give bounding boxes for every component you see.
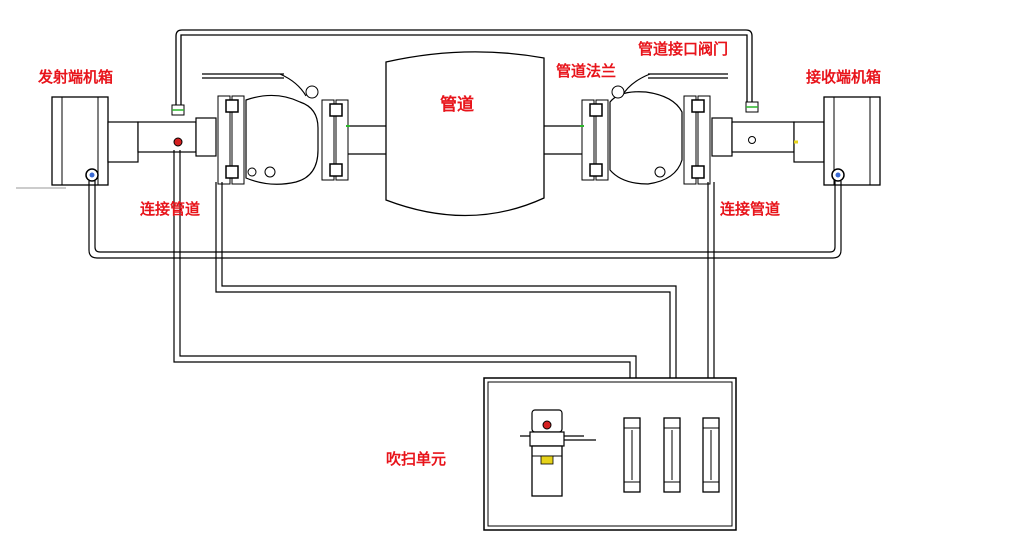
label-purge-unit: 吹扫单元 [386, 450, 446, 468]
label-transmitter-box: 发射端机箱 [37, 68, 113, 86]
purge-line-boxes [88, 181, 842, 259]
flowmeter-3-icon [702, 417, 720, 493]
label-pipeline: 管道 [440, 94, 474, 115]
label-receiver-box: 接收端机箱 [806, 68, 881, 86]
flowmeter-1-icon [623, 417, 641, 493]
label-connect-pipe-left: 连接管道 [140, 200, 200, 218]
label-pipeline-flange: 管道法兰 [556, 62, 616, 80]
pipeline-body [385, 51, 545, 217]
label-pipeline-port-valve: 管道接口阀门 [638, 40, 728, 58]
left-flange-valve [202, 73, 386, 185]
right-flange-valve [544, 73, 728, 185]
top-bypass-tube [175, 29, 753, 108]
label-connect-pipe-right: 连接管道 [720, 200, 780, 218]
transmitter-box [16, 96, 139, 189]
left-connect-pipe [137, 104, 217, 157]
purge-unit-panel [483, 377, 737, 531]
top-bypass-tube-inner [180, 34, 748, 108]
purge-line-left-flange [215, 182, 671, 380]
flowmeter-2-icon [663, 417, 681, 493]
right-connect-pipe [711, 101, 795, 157]
purge-line-left-pipe [173, 150, 631, 380]
receiver-box [793, 96, 881, 186]
regulator-filter-icon [520, 409, 596, 497]
left-sensor-dot [173, 137, 183, 147]
